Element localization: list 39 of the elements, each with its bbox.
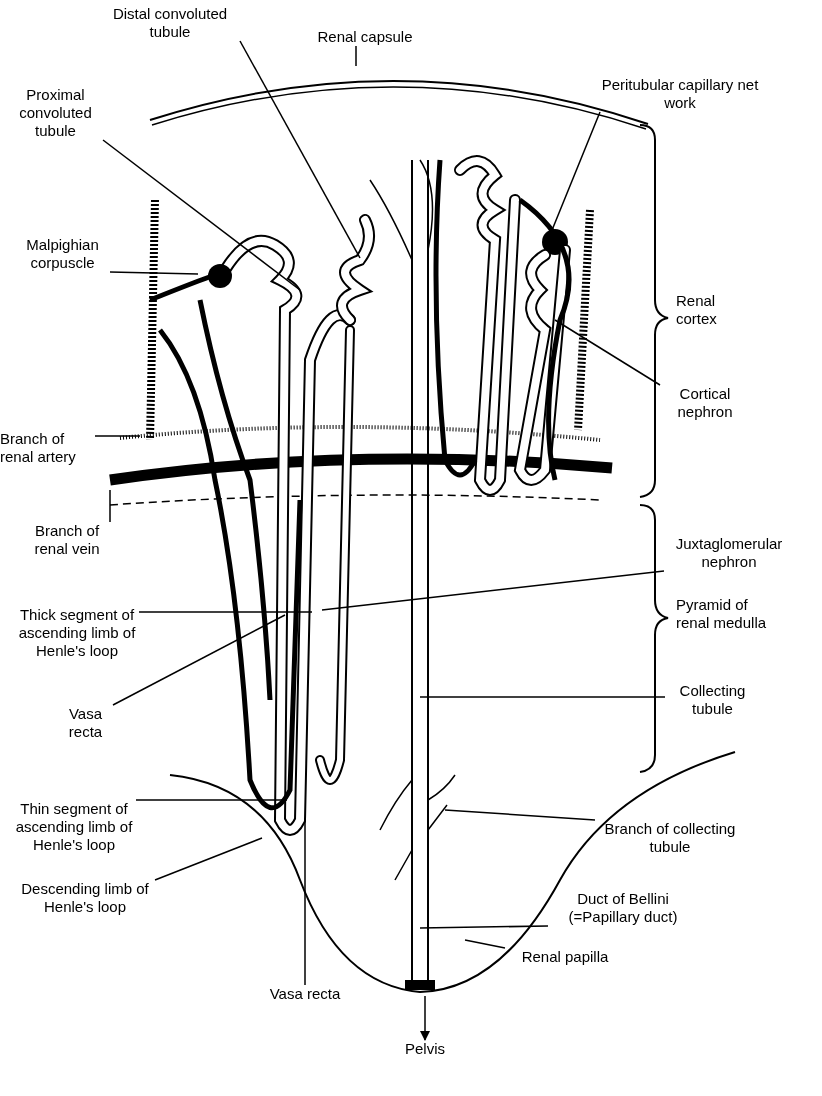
leader-line: [102, 139, 301, 291]
part-label: Branch of collecting tubule: [603, 820, 737, 856]
part-label: Thick segment of ascending limb of Henle's loop: [17, 606, 137, 660]
part-label: Vasa recta: [268, 985, 342, 1003]
leader-line: [112, 614, 286, 706]
leader-line: [444, 809, 596, 821]
part-label: Malpighian corpuscle: [25, 236, 100, 272]
leader-line: [109, 271, 199, 275]
part-label: Vasa recta: [67, 705, 104, 741]
leader-line: [419, 925, 549, 929]
part-label: Collecting tubule: [678, 682, 747, 718]
leader-line: [239, 40, 361, 259]
leader-line: [135, 799, 288, 801]
part-label: Renal capsule: [316, 28, 414, 46]
part-label: Peritubular capillary net work: [600, 76, 760, 112]
leader-line: [419, 696, 666, 698]
leader-line: [94, 435, 141, 437]
arrow: [419, 995, 431, 1042]
leader-line: [109, 489, 111, 523]
leader-line: [554, 319, 661, 386]
part-label: Pelvis: [404, 1040, 446, 1058]
part-label: Branch of renal vein: [33, 522, 101, 558]
part-label: Duct of Bellini (=Papillary duct): [567, 890, 679, 926]
part-label: Renal cortex: [676, 292, 718, 328]
leader-line: [355, 45, 357, 67]
part-label: Pyramid of renal medulla: [676, 596, 768, 632]
leader-line: [321, 570, 665, 611]
part-label: Distal convoluted tubule: [111, 5, 229, 41]
part-label: Thin segment of ascending limb of Henle's loop: [14, 800, 134, 854]
part-label: Branch of renal artery: [0, 430, 77, 466]
leader-line: [304, 817, 306, 986]
leader-line: [464, 939, 506, 949]
leader-line: [138, 611, 313, 613]
part-label: Cortical nephron: [676, 385, 734, 421]
part-label: Renal papilla: [520, 948, 610, 966]
part-label: Juxtaglomerular nephron: [674, 535, 784, 571]
leader-line: [154, 837, 263, 881]
part-label: Descending limb of Henle's loop: [20, 880, 150, 916]
part-label: Proximal convoluted tubule: [18, 86, 93, 140]
